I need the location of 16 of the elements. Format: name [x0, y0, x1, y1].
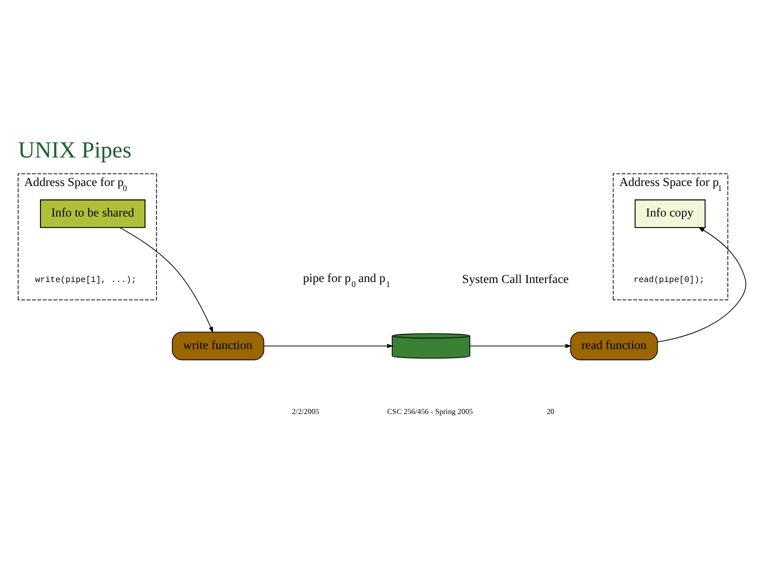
label: read(pipe[0]);: [634, 274, 704, 284]
label: write(pipe[1], ...);: [35, 274, 136, 284]
node-label: pipe for p$_{0}$ and p$_{1}$: [303, 270, 390, 288]
arrow: [120, 226, 214, 332]
label: System Call Interface: [462, 271, 569, 286]
arrow: [657, 226, 746, 342]
node-box: Info to be shared: [40, 198, 146, 228]
label: CSC 256/456 - Spring 2005: [387, 406, 473, 416]
node-box: read function: [570, 331, 658, 360]
diagram-title: UNIX Pipes: [18, 136, 132, 162]
node-box: write function: [172, 331, 264, 360]
label: 2/2/2005: [292, 406, 320, 416]
label: 20: [546, 406, 554, 416]
node-box: Info copy: [634, 198, 706, 228]
arrow: [470, 343, 572, 348]
arrow: [263, 343, 394, 348]
